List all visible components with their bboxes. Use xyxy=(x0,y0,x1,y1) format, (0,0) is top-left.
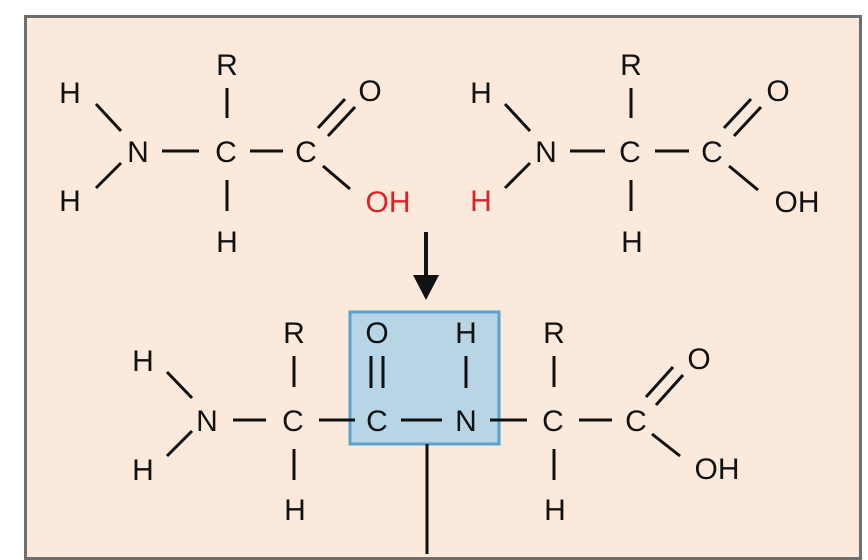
bond-c-oh xyxy=(728,164,759,192)
atom-r2: R xyxy=(543,317,565,350)
atom-h-removed: H xyxy=(470,185,492,218)
atom-h-alpha: H xyxy=(621,226,643,259)
atom-c-alpha2: C xyxy=(542,405,564,438)
atom-c-carboxyl: C xyxy=(295,136,317,169)
atom-r: R xyxy=(216,49,238,82)
amino-acid-1: H H N C R H C O OH xyxy=(59,49,410,259)
atom-c-carboxyl: C xyxy=(701,136,723,169)
reaction-arrow xyxy=(413,232,439,300)
atom-n2: N xyxy=(455,405,477,438)
bond-c-o-double-1 xyxy=(316,97,347,130)
bond-h-n-bottom xyxy=(94,161,123,190)
atom-c-carboxyl: C xyxy=(625,405,647,438)
atom-h-top-left: H xyxy=(132,345,154,378)
atom-n1: N xyxy=(196,405,218,438)
atom-h-alpha2: H xyxy=(544,494,566,527)
atom-oh-removed: OH xyxy=(366,186,411,219)
atom-c-alpha: C xyxy=(215,136,237,169)
dipeptide: H H N C R H C O N H C R H C O OH xyxy=(132,317,740,554)
atom-n: N xyxy=(127,136,149,169)
bond-h-n-top xyxy=(503,102,532,133)
atom-h-top-left: H xyxy=(470,77,492,110)
atom-o-carbonyl: O xyxy=(365,317,388,350)
atom-c-carbonyl: C xyxy=(366,405,388,438)
atom-h-amide: H xyxy=(455,317,477,350)
atom-h-alpha: H xyxy=(216,226,238,259)
atom-oh: OH xyxy=(695,453,740,486)
bond-c-o-double-a xyxy=(644,365,675,399)
peptide-bond-box xyxy=(348,310,501,446)
bond-h-n-top xyxy=(165,370,194,400)
diagram-background xyxy=(24,15,862,560)
bond-c-o-double-2 xyxy=(326,105,357,138)
atom-h-top-left: H xyxy=(59,77,81,110)
atom-h-bottom-left: H xyxy=(132,454,154,487)
atom-o-double: O xyxy=(687,343,710,376)
atom-c-alpha: C xyxy=(619,136,641,169)
atom-h-bottom-left: H xyxy=(59,185,81,218)
amino-acid-2: H H N C R H C O OH xyxy=(470,49,819,259)
atom-c-alpha1: C xyxy=(282,405,304,438)
atom-o-double: O xyxy=(766,75,789,108)
bond-h-n-bottom xyxy=(503,161,532,190)
atom-h-alpha1: H xyxy=(284,494,306,527)
arrow-head xyxy=(413,275,439,300)
atom-n: N xyxy=(535,136,557,169)
atom-o-double: O xyxy=(358,75,381,108)
atom-r1: R xyxy=(283,317,305,350)
atom-r: R xyxy=(620,49,642,82)
bond-h-n-top xyxy=(94,102,123,133)
bond-c-oh xyxy=(651,432,681,458)
bond-c-o-double-b xyxy=(654,373,685,407)
bond-c-oh xyxy=(322,164,351,191)
bond-c-o-double-2 xyxy=(732,105,763,138)
bond-h-n-bottom xyxy=(165,429,194,458)
atom-oh: OH xyxy=(775,186,820,219)
bond-c-o-double-1 xyxy=(722,97,753,130)
